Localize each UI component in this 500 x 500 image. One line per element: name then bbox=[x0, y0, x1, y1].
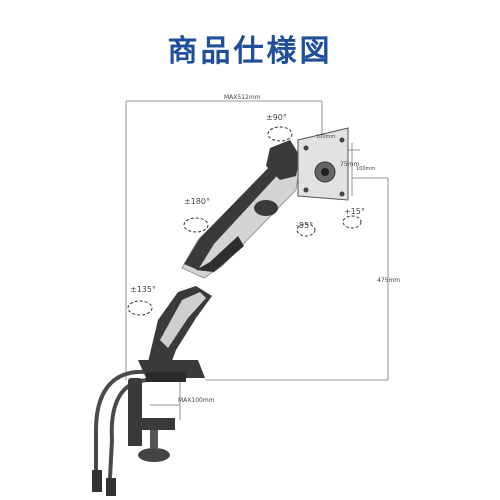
upper-arm bbox=[181, 159, 301, 279]
vesa-small-w-label: 100mm bbox=[356, 166, 375, 172]
vesa-small-h-label: 75mm bbox=[340, 161, 359, 168]
tilt-up-angle: +15° bbox=[344, 207, 365, 216]
tilt-top-angle: ±90° bbox=[266, 113, 287, 122]
cable-plug-2 bbox=[106, 478, 116, 496]
tilt-down-angle: -85° bbox=[296, 221, 313, 230]
cable-plug bbox=[92, 470, 102, 492]
swivel-mid-angle: ±180° bbox=[184, 197, 210, 206]
desk-clamp bbox=[128, 360, 205, 462]
vesa-large-label: 100mm bbox=[316, 134, 335, 140]
lower-arm bbox=[148, 286, 212, 366]
rotation-arcs bbox=[127, 126, 362, 316]
max-width-label: MAX512mm bbox=[224, 94, 261, 101]
height-label: 475mm bbox=[377, 277, 400, 284]
clamp-max-label: MAX100mm bbox=[178, 397, 215, 404]
swivel-low-angle: ±135° bbox=[130, 285, 156, 294]
page-title: 商品仕様図 bbox=[167, 34, 333, 69]
vesa-head bbox=[266, 127, 349, 201]
